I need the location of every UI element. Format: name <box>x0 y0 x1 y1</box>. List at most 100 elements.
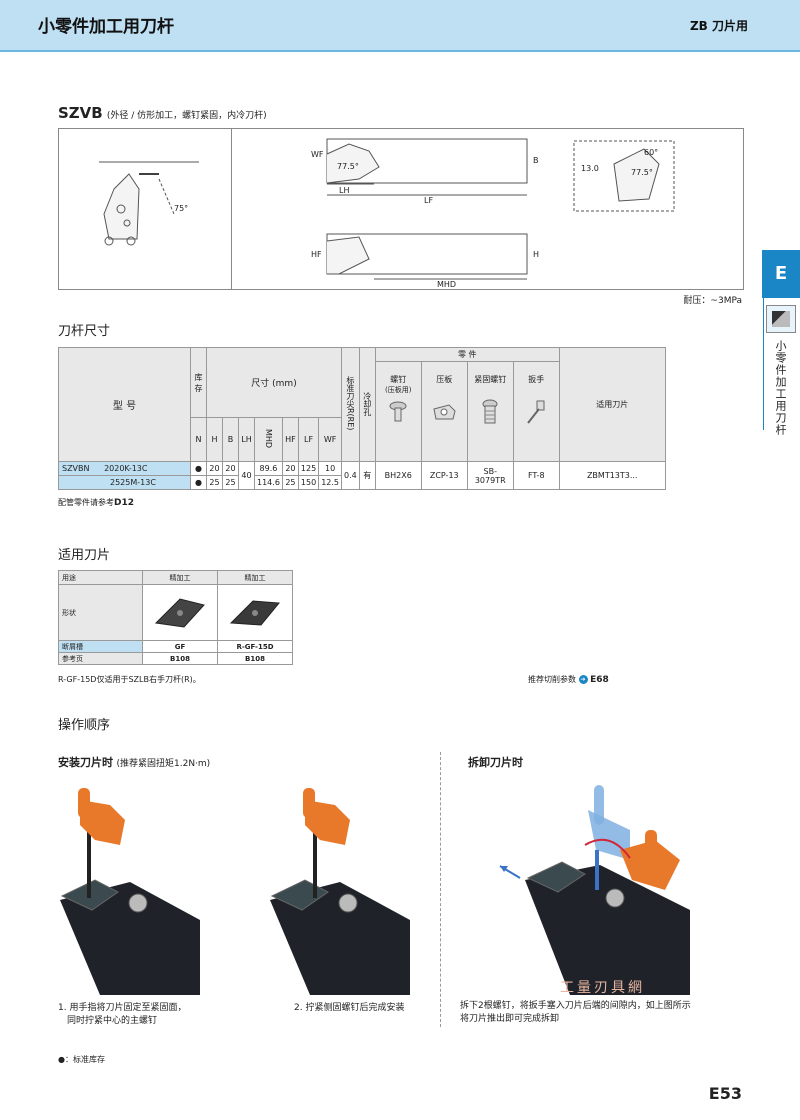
step2-caption: 2. 拧紧侧固螺钉后完成安装 <box>294 1003 405 1013</box>
step3-illustration <box>499 785 690 995</box>
screw-icon <box>389 401 407 422</box>
header-category: ZB 刀片用 <box>689 19 748 33</box>
wrench-icon <box>527 400 545 424</box>
step3-caption: 拆下2根螺钉，将扳手塞入刀片后端的间隙内，如上图所示 将刀片推出即可完成拆卸 <box>460 1000 691 1026</box>
row-shape-label: 形状 <box>58 584 143 641</box>
angle-75-label: 75° <box>174 204 188 213</box>
screw-value: BH2X6 <box>374 461 422 490</box>
wf-2: 12.5 <box>318 475 342 490</box>
wrench-grip-3 <box>645 830 657 856</box>
col-stock: 库存 <box>190 347 207 418</box>
insert-table: 用途 精加工 精加工 形状 断屑槽 GF R-GF-15D 参考页 B108 B… <box>58 570 293 665</box>
screw-hole-1 <box>116 204 126 214</box>
detail-head <box>613 148 660 202</box>
pressure-note: 耐压：~3MPa <box>683 296 742 306</box>
b-2: 25 <box>222 475 239 490</box>
install-title: 安装刀片时 (推荐紧固扭矩1.2N·m) <box>58 754 210 770</box>
step1-line1: 1. 用手指将刀片固定至紧固面， <box>58 1003 187 1013</box>
stock-1: ● <box>190 461 207 476</box>
row-cb-label: 断屑槽 <box>58 640 143 653</box>
insert-value: ZBMT13T3... <box>558 461 666 490</box>
model-name-1: 2020K-13C <box>104 464 148 473</box>
piping-note-text: 配管零件请参考 <box>58 498 114 507</box>
cb-2: R-GF-15D <box>217 640 293 653</box>
dim-hf: HF <box>281 417 299 462</box>
wrench-value: FT-8 <box>512 461 560 490</box>
insert-rgf-icon <box>229 599 280 626</box>
dim-mhd: MHD <box>263 428 273 449</box>
recommend-ref[interactable]: E68 <box>590 675 609 685</box>
step-divider <box>440 752 441 1027</box>
h-2: 25 <box>206 475 223 490</box>
insert-section-title: 适用刀片 <box>58 548 111 563</box>
dim-n: N <box>190 417 207 462</box>
lh-value: 40 <box>238 461 255 490</box>
page-2[interactable]: B108 <box>217 652 293 665</box>
holder-diagram: 75° WF B LH LF HF H MHD 77.5° 60° 13.0 7… <box>58 128 744 290</box>
model-desc: (外径 / 仿形加工，螺钉紧固，内冷刀杆) <box>106 111 267 121</box>
side-line <box>763 250 764 430</box>
arrow-right-icon: ➔ <box>578 675 588 684</box>
model-name-2: 2525M-13C <box>58 475 191 490</box>
col-re: 标准刀尖R(RE) <box>345 376 355 431</box>
h-label: H <box>533 250 539 259</box>
mhd-label: MHD <box>437 280 456 289</box>
rotate-arrow-icon <box>584 838 631 859</box>
wrench-shaft-1 <box>87 830 91 898</box>
wrench-handle-2 <box>305 800 350 845</box>
cb-1: GF <box>142 640 218 653</box>
insert-note: R-GF-15D仅适用于SZLB右手刀杆(R)。 <box>58 675 201 684</box>
mhd-1: 89.6 <box>254 461 283 476</box>
model-prefix: SZVBN <box>62 464 90 473</box>
col-wrench: 扳手 <box>528 375 545 384</box>
dim-b: B <box>222 417 239 462</box>
screw-hole-2 <box>123 219 131 227</box>
mhd-2: 114.6 <box>254 475 283 490</box>
col-screw: 螺钉 <box>390 375 407 384</box>
watermark: 工量刃具網 <box>560 980 645 996</box>
col-screw-sub: (压板用) <box>385 386 412 394</box>
wrench-grip-1 <box>78 788 90 818</box>
lf-label: LF <box>424 196 433 205</box>
wrench-grip-2 <box>303 788 315 818</box>
step1-caption: 1. 用手指将刀片固定至紧固面， 同时拧紧中心的主螺钉 <box>58 1002 186 1028</box>
page-1[interactable]: B108 <box>142 652 218 665</box>
hf-label: HF <box>311 250 322 259</box>
re-value: 0.4 <box>341 461 360 490</box>
tscrew-value: SB-3079TR <box>466 461 514 490</box>
side-tab-text: 小零件加工用刀杆 <box>774 340 787 436</box>
diagram-divider <box>231 129 232 289</box>
col-cool: 冷却孔 <box>362 391 372 416</box>
arrow-head-icon <box>500 866 508 872</box>
spec-section-title: 刀杆尺寸 <box>58 324 111 339</box>
col-model: 型 号 <box>58 347 191 462</box>
piping-note-ref[interactable]: D12 <box>114 498 134 508</box>
hf-1: 20 <box>281 461 299 476</box>
model-code: SZVB <box>58 104 103 122</box>
clamp-icon <box>433 404 456 420</box>
insert-3 <box>526 861 586 893</box>
col-parts: 零 件 <box>374 347 560 362</box>
detail-angle-label: 77.5° <box>631 168 653 177</box>
screw-2 <box>338 893 358 913</box>
use-1: 精加工 <box>142 570 218 585</box>
step2-illustration <box>270 788 410 995</box>
table-row: 2525M-13C ● 25 25 114.6 25 150 12.5 <box>58 475 666 490</box>
side-tab-letter[interactable]: E <box>762 250 800 298</box>
step1-illustration <box>60 788 200 995</box>
dim-lh: LH <box>238 417 255 462</box>
stock-legend: ●：标准库存 <box>58 1055 105 1064</box>
b-1: 20 <box>222 461 239 476</box>
wf-1: 10 <box>318 461 342 476</box>
holder-head-sketch <box>103 173 140 240</box>
step3-line1: 拆下2根螺钉，将扳手塞入刀片后端的间隙内，如上图所示 <box>460 1001 691 1011</box>
lf-1: 125 <box>297 461 320 476</box>
holder-body-3 <box>525 865 690 995</box>
lf-2: 150 <box>297 475 320 490</box>
h-1: 20 <box>206 461 223 476</box>
step3-line2: 将刀片推出即可完成拆卸 <box>460 1014 560 1024</box>
lh-label: LH <box>339 186 349 195</box>
install-torque: (推荐紧固扭矩1.2N·m) <box>116 759 211 769</box>
holder-icon <box>766 305 796 333</box>
spec-table: 型 号 库存 尺寸 (mm) 标准刀尖R(RE) 冷却孔 零 件 适用刀片 螺钉… <box>58 347 666 490</box>
